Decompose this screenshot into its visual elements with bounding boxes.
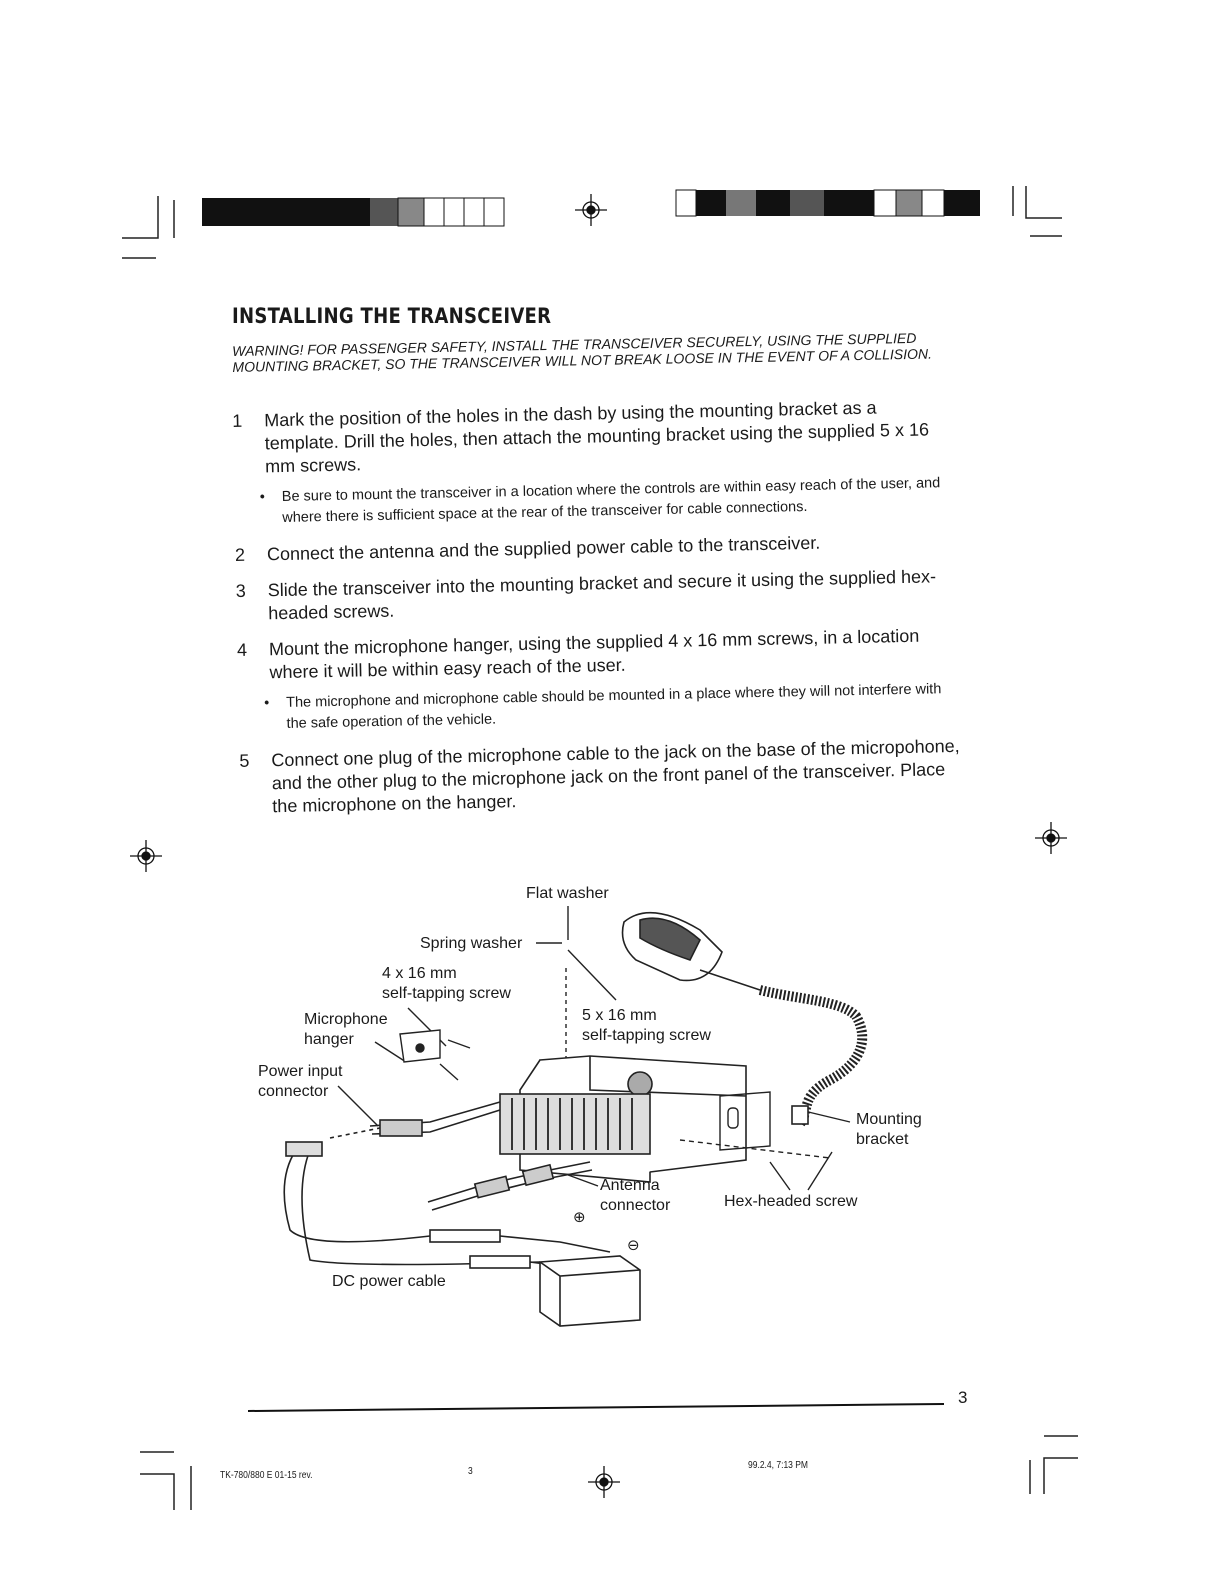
label-line: bracket — [856, 1131, 909, 1148]
transceiver-drawing — [499, 1055, 747, 1183]
footer-rule — [247, 1403, 945, 1412]
target-mark-left — [130, 840, 162, 872]
label-antenna-connector: Antenna connector — [600, 1176, 670, 1216]
page-title: INSTALLING THE TRANSCEIVER — [232, 304, 552, 328]
label-dc-power-cable: DC power cable — [332, 1273, 446, 1290]
label-line: hanger — [304, 1031, 354, 1048]
label-line: connector — [258, 1083, 329, 1100]
minus-terminal-icon: ⊖ — [627, 1237, 640, 1254]
label-line: Microphone — [304, 1011, 388, 1028]
power-cable-drawing — [283, 1101, 621, 1269]
label-line: self-tapping screw — [382, 985, 511, 1002]
label-line: 4 x 16 mm — [382, 965, 457, 982]
label-microphone-hanger: Microphone hanger — [304, 1010, 388, 1050]
battery-drawing — [539, 1255, 641, 1327]
label-flat-washer: Flat washer — [526, 885, 609, 902]
color-bar-right — [675, 189, 980, 217]
color-bar-left — [202, 197, 505, 227]
label-5x16-screw: 5 x 16 mm self-tapping screw — [582, 1006, 711, 1046]
label-line: Power input — [258, 1063, 343, 1080]
footer-page: 3 — [468, 1466, 473, 1477]
label-line: connector — [600, 1197, 671, 1214]
page-number: 3 — [958, 1388, 968, 1407]
footer-doc-code: TK-780/880 E 01-15 rev. — [220, 1470, 313, 1481]
plus-terminal-icon: ⊕ — [573, 1209, 586, 1226]
mounting-bracket-drawing — [679, 1091, 831, 1159]
label-line: Mounting — [856, 1111, 922, 1128]
label-line: 5 x 16 mm — [582, 1007, 657, 1024]
label-line: Antenna — [600, 1177, 660, 1194]
label-power-input: Power input connector — [258, 1062, 343, 1102]
label-mounting-bracket: Mounting bracket — [856, 1110, 922, 1150]
target-mark-right — [1035, 822, 1067, 854]
target-mark-top — [575, 194, 607, 226]
microphone-drawing — [621, 911, 868, 1127]
label-line: self-tapping screw — [582, 1027, 711, 1044]
antenna-cable-drawing — [427, 1161, 593, 1211]
label-spring-washer: Spring washer — [420, 935, 523, 952]
footer-datetime: 99.2.4, 7:13 PM — [748, 1460, 809, 1471]
label-4x16-screw: 4 x 16 mm self-tapping screw — [382, 964, 511, 1004]
target-mark-bottom — [588, 1466, 620, 1498]
microphone-hanger-drawing — [399, 1029, 471, 1081]
label-hex-screw: Hex-headed screw — [724, 1193, 858, 1210]
